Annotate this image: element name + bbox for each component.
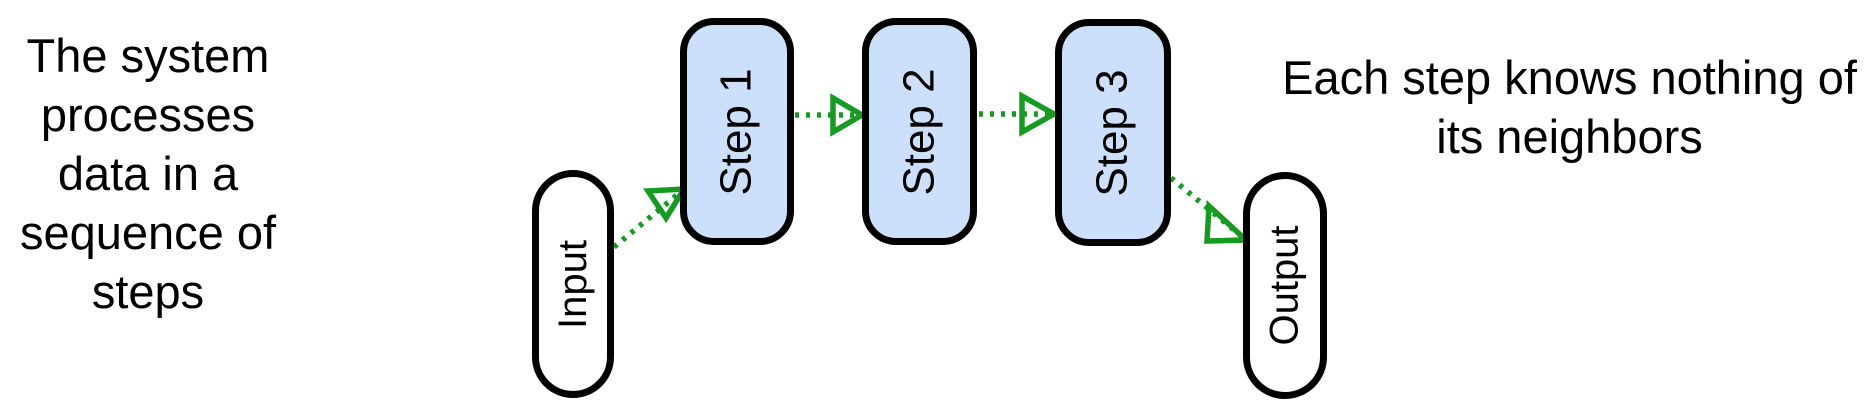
edge-step2-to-step3	[979, 91, 1060, 137]
edge-step3-to-output-arrowhead	[1204, 200, 1253, 244]
node-input-label: Input	[550, 239, 595, 329]
edge-input-to-step1	[612, 185, 690, 250]
node-input[interactable]: Input	[532, 170, 614, 398]
node-step1[interactable]: Step 1	[680, 18, 794, 245]
node-output[interactable]: Output	[1243, 172, 1327, 399]
edge-input-to-step1-line	[612, 187, 685, 250]
annotation-right: Each step knows nothing of its neighbors	[1282, 51, 1857, 163]
node-output-label: Output	[1262, 225, 1307, 346]
edge-step1-to-step2-arrowhead	[830, 93, 868, 137]
node-step2-label: Step 2	[894, 67, 944, 196]
edge-input-to-step1-arrowhead	[643, 185, 690, 224]
node-step2[interactable]: Step 2	[862, 18, 977, 245]
annotation-left: The system processes data in a sequence …	[19, 29, 277, 318]
edge-step2-to-step3-arrowhead	[1019, 91, 1060, 137]
node-step1-label: Step 1	[712, 67, 761, 196]
node-step3-label: Step 3	[1088, 68, 1137, 197]
edge-step1-to-step2	[795, 93, 868, 137]
node-step3[interactable]: Step 3	[1055, 19, 1171, 246]
edge-step3-to-output	[1169, 175, 1253, 244]
